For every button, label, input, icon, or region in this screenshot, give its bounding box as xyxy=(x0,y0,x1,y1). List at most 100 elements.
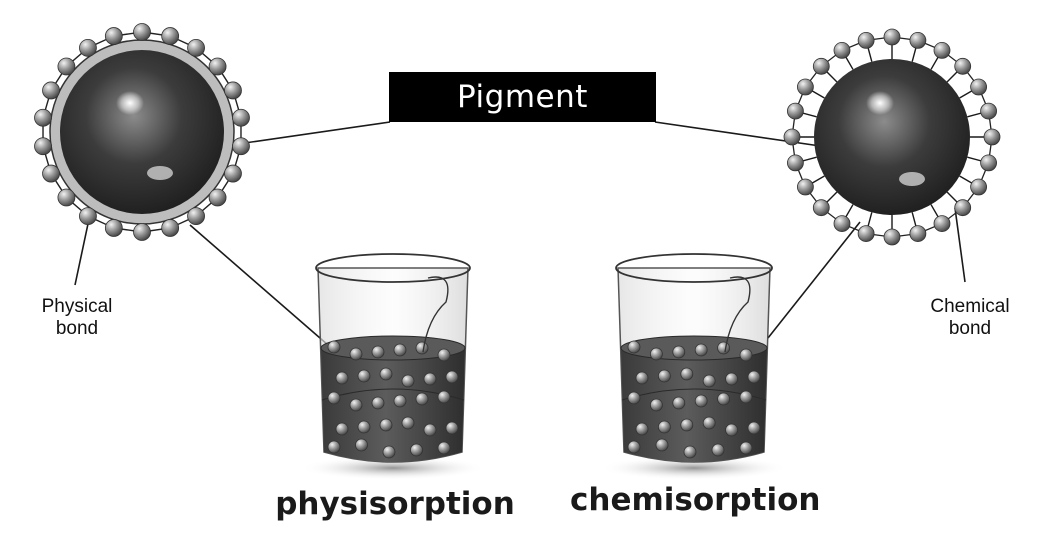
beaker-rim xyxy=(315,253,471,283)
molecule-bead xyxy=(34,137,52,156)
connector-right-beaker xyxy=(767,221,861,339)
molecule-bead xyxy=(739,390,753,404)
molecule-bead xyxy=(658,369,671,383)
molecule-bead xyxy=(327,391,341,405)
molecule-bead xyxy=(224,164,242,183)
molecule-bead xyxy=(415,341,429,355)
molecule-bead xyxy=(980,102,997,120)
molecule-bead xyxy=(909,32,927,49)
connector-left-beaker xyxy=(189,224,329,346)
molecule-bead xyxy=(725,423,738,437)
molecule-bead xyxy=(883,228,901,246)
molecule-bead xyxy=(857,32,875,49)
molecule-bead xyxy=(437,441,451,455)
pigment-label: Pigment xyxy=(389,72,656,122)
molecule-bead xyxy=(857,225,875,242)
molecule-bead xyxy=(635,371,649,385)
molecule-bead xyxy=(401,374,415,388)
molecule-bead xyxy=(954,199,972,217)
pigment-particle-chemical xyxy=(783,28,1001,246)
sphere-highlight xyxy=(116,91,144,115)
sphere-reflection xyxy=(147,166,173,180)
beaker-shadow xyxy=(599,456,789,480)
molecule-bead xyxy=(382,445,396,459)
molecule-bead xyxy=(415,392,429,406)
molecule-bead xyxy=(683,445,697,459)
molecule-bead xyxy=(833,41,851,59)
molecule-bead xyxy=(725,372,738,386)
molecule-bead xyxy=(627,440,641,454)
beaker-chemisorption xyxy=(599,253,789,480)
molecule-bead xyxy=(57,57,76,76)
molecule-bead xyxy=(133,23,151,41)
molecule-bead xyxy=(379,418,393,432)
beaker-shadow xyxy=(300,456,486,480)
molecule-bead xyxy=(650,398,663,412)
molecule-bead xyxy=(635,422,649,436)
molecule-bead xyxy=(711,443,725,457)
chemical-bond-label: Chemical bond xyxy=(910,296,1030,340)
molecule-bead xyxy=(812,57,830,75)
molecule-bead xyxy=(655,438,669,452)
molecule-bead xyxy=(627,340,641,354)
molecule-bead xyxy=(787,154,804,172)
bonded-molecules xyxy=(783,28,1001,246)
molecule-bead xyxy=(423,372,437,386)
physisorption-label: physisorption xyxy=(275,486,515,522)
molecule-bead xyxy=(796,78,814,96)
molecule-bead xyxy=(970,178,988,196)
molecule-bead xyxy=(650,347,663,361)
molecule-bead xyxy=(393,343,407,357)
molecule-bead xyxy=(658,420,671,434)
molecule-bead xyxy=(445,370,459,384)
molecule-bead xyxy=(327,440,341,454)
molecule-bead xyxy=(393,394,407,408)
molecule-bead xyxy=(208,57,227,76)
molecule-bead xyxy=(437,390,451,404)
molecule-bead xyxy=(437,348,451,362)
molecule-bead xyxy=(739,441,753,455)
molecule-bead xyxy=(401,416,415,430)
molecule-bead xyxy=(224,81,242,100)
molecule-bead xyxy=(34,108,52,127)
pointer-chemical-bond xyxy=(954,207,966,283)
molecule-bead xyxy=(680,367,694,381)
molecule-bead xyxy=(371,345,385,359)
molecule-bead xyxy=(232,137,250,156)
molecule-bead xyxy=(133,223,151,241)
molecule-bead xyxy=(57,188,76,207)
molecule-bead xyxy=(445,421,459,435)
molecule-bead xyxy=(783,128,801,146)
molecule-bead xyxy=(79,38,97,57)
molecule-bead xyxy=(208,188,227,207)
chemical-bond-label-line2: bond xyxy=(948,318,992,339)
molecule-bead xyxy=(833,215,851,233)
pigment-particle-physical xyxy=(34,23,250,241)
molecule-bead xyxy=(104,27,123,45)
molecule-bead xyxy=(349,398,363,412)
molecule-bead xyxy=(335,371,349,385)
molecule-bead xyxy=(812,199,830,217)
pigment-sphere xyxy=(814,59,970,215)
molecule-bead xyxy=(355,438,368,452)
molecule-bead xyxy=(933,215,951,233)
molecule-bead xyxy=(980,154,997,172)
molecule-bead xyxy=(747,421,761,435)
molecule-bead xyxy=(357,420,371,434)
molecule-bead xyxy=(187,38,205,57)
molecule-bead xyxy=(694,394,708,408)
molecule-bead xyxy=(717,392,730,406)
beaker-physisorption xyxy=(300,253,486,480)
molecule-bead xyxy=(349,347,363,361)
molecule-bead xyxy=(680,418,694,432)
physical-bond-label-line2: bond xyxy=(55,318,99,339)
molecule-bead xyxy=(104,219,123,237)
chemical-bond-label-line1: Chemical xyxy=(930,296,1010,317)
molecule-bead xyxy=(79,207,97,226)
molecule-bead xyxy=(739,348,753,362)
molecule-bead xyxy=(702,374,716,388)
molecule-bead xyxy=(672,345,686,359)
molecule-bead xyxy=(694,343,708,357)
molecule-bead xyxy=(909,225,927,242)
molecule-bead xyxy=(379,367,393,381)
